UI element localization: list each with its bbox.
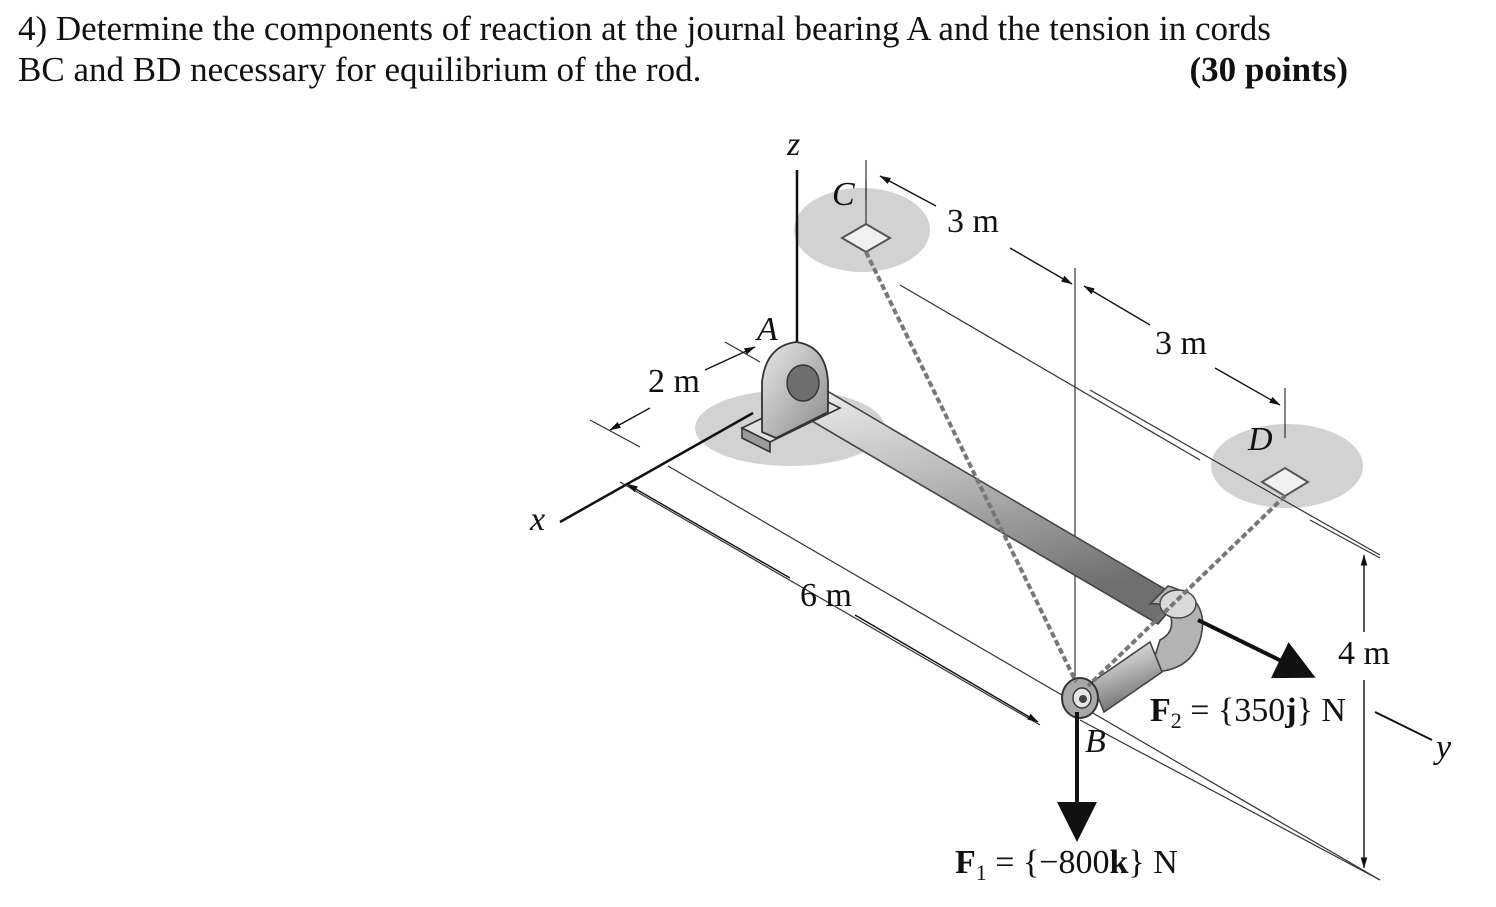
- x-axis-label: x: [529, 501, 545, 538]
- dim-label-3m-lower: 3 m: [1155, 325, 1207, 362]
- cord-bd: [1086, 494, 1287, 688]
- journal-bearing-a: [740, 341, 842, 454]
- force-f2-label: F2 = {350j} N: [1150, 692, 1346, 733]
- point-c-label: C: [832, 176, 855, 213]
- dim-label-4m: 4 m: [1338, 635, 1390, 672]
- point-a-label: A: [755, 311, 778, 348]
- point-d-label: D: [1247, 421, 1273, 458]
- problem-line-1: 4) Determine the components of reaction …: [18, 9, 1271, 48]
- points-label: (30 points): [1189, 50, 1349, 89]
- z-axis-label: z: [786, 126, 800, 163]
- shadow-d: [1211, 424, 1363, 508]
- y-axis-label: y: [1433, 729, 1452, 766]
- construction-lines: [589, 160, 1381, 881]
- force-f2-arrow: [1197, 618, 1316, 679]
- x-axis: [559, 411, 754, 524]
- problem-line-2: BC and BD necessary for equilibrium of t…: [18, 50, 702, 89]
- cords: [864, 251, 1287, 688]
- dim-label-2m: 2 m: [648, 363, 700, 400]
- dimension-arrows: [609, 175, 1368, 869]
- dim-label-3m-upper: 3 m: [947, 203, 999, 240]
- point-b-label: B: [1085, 723, 1106, 760]
- support-plate-c: [840, 222, 892, 254]
- y-axis-stub: [1374, 711, 1433, 741]
- support-plate-d: [1260, 466, 1310, 498]
- cord-bc: [864, 251, 1078, 683]
- force-f1-label: F1 = {−800k} N: [955, 844, 1178, 885]
- rod: [781, 376, 1204, 719]
- dim-label-6m: 6 m: [800, 577, 852, 614]
- problem-statement: 4) Determine the components of reaction …: [18, 8, 1348, 90]
